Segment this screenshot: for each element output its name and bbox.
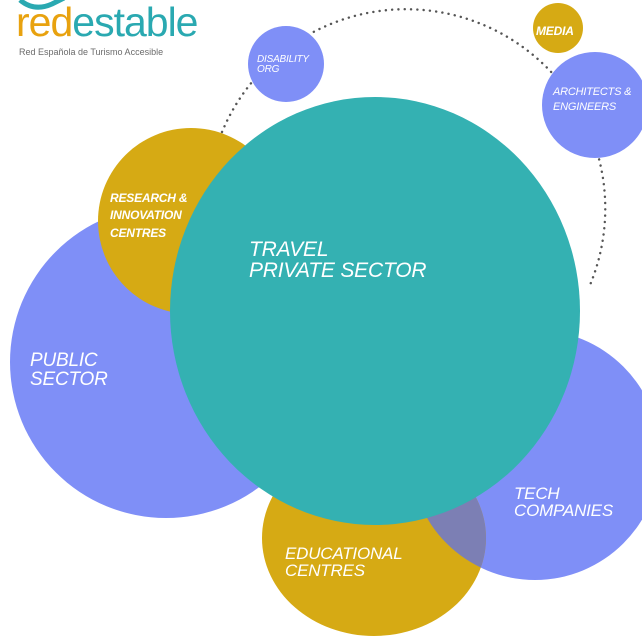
- architects-circle: [542, 52, 642, 158]
- logo-wordmark: redestable: [16, 0, 198, 45]
- logo-wave-icon: [18, 0, 66, 10]
- research-label: RESEARCH & INNOVATION CENTRES: [110, 191, 188, 240]
- logo-tagline: Red Española de Turismo Accesible: [19, 47, 164, 57]
- media-circle: [533, 3, 583, 53]
- travel-label: TRAVEL PRIVATE SECTOR: [249, 238, 427, 282]
- architects-label: ARCHITECTS & ENGINEERS: [553, 86, 632, 113]
- disability-circle: [248, 26, 324, 102]
- public-sector-label: PUBLIC SECTOR: [30, 350, 108, 390]
- media-label: MEDIA: [536, 24, 574, 38]
- educational-label: EDUCATIONAL CENTRES: [285, 544, 403, 580]
- disability-label: DISABILITY ORG: [257, 54, 309, 75]
- tech-label: TECH COMPANIES: [514, 484, 613, 520]
- travel-private-sector-circle: [170, 97, 580, 525]
- logo-word-rest: estable: [72, 0, 198, 45]
- logo-word-accent: red: [16, 0, 73, 45]
